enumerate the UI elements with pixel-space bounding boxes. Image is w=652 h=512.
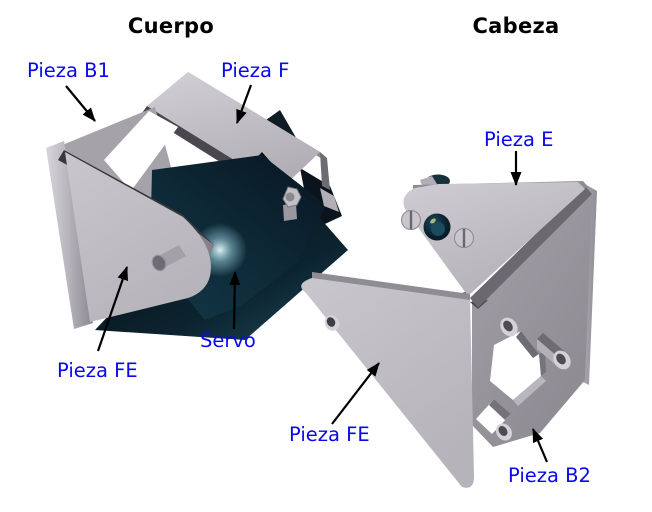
pieza-f-arrow (235, 84, 253, 124)
pieza-fe-cuerpo-part (58, 150, 214, 322)
pieza-b1-part (50, 107, 185, 220)
label-pieza-fe-cabeza: Pieza FE (289, 423, 370, 446)
title-cuerpo: Cuerpo (127, 14, 215, 38)
screw-hole (553, 350, 571, 370)
label-servo: Servo (200, 329, 256, 352)
label-pieza-b1: Pieza B1 (27, 59, 110, 82)
screw (454, 228, 474, 248)
cuerpo-assembly (46, 72, 348, 340)
annotation-arrows (65, 84, 549, 463)
screw (401, 210, 421, 230)
title-cabeza: Cabeza (472, 14, 560, 38)
pieza-fe-cuerpo-arrow (96, 266, 129, 352)
pieza-fe-cabeza-arrow (331, 362, 380, 425)
label-pieza-fe-cuerpo: Pieza FE (57, 359, 138, 382)
pieza-b2-arrow (531, 428, 549, 463)
screw-hole (495, 423, 513, 441)
servo-arrow (229, 271, 241, 330)
label-pieza-b2: Pieza B2 (508, 464, 591, 487)
label-pieza-f: Pieza F (221, 59, 290, 82)
pieza-e-part (401, 174, 592, 308)
pieza-b1-edge (46, 141, 93, 329)
pieza-b1-arrow (65, 85, 96, 122)
cabeza-assembly (301, 174, 597, 488)
label-pieza-e: Pieza E (484, 128, 554, 151)
camera-lens (423, 213, 451, 241)
screw-hole (500, 317, 518, 337)
pieza-b2-part (472, 190, 592, 447)
pieza-fe-cabeza-part (301, 272, 475, 488)
